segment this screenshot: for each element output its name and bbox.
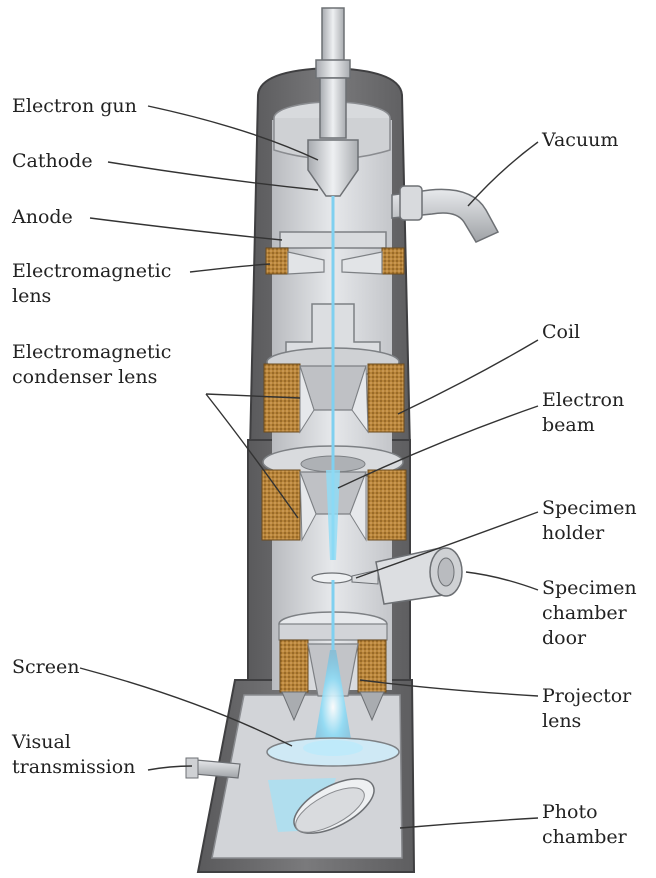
leader-coil (398, 340, 538, 414)
label-condenser-lens: Electromagnetic condenser lens (12, 340, 171, 390)
leader-specimen-door (466, 572, 538, 590)
label-anode: Anode (12, 205, 73, 230)
label-screen: Screen (12, 655, 79, 680)
label-specimen-chamber-door: Specimen chamber door (542, 576, 637, 651)
screen (267, 738, 399, 766)
leader-visual (148, 766, 192, 770)
leader-anode (90, 218, 282, 240)
label-coil: Coil (542, 320, 580, 345)
label-photo-chamber: Photo chamber (542, 800, 627, 850)
label-vacuum: Vacuum (542, 128, 618, 153)
label-electron-beam: Electron beam (542, 388, 624, 438)
label-projector-lens: Projector lens (542, 684, 631, 734)
leader-photo-chamber (400, 818, 538, 828)
label-electromagnetic-lens: Electromagnetic lens (12, 259, 171, 309)
leader-vacuum (468, 142, 538, 206)
label-specimen-holder: Specimen holder (542, 496, 637, 546)
vacuum-pipe (392, 186, 498, 242)
label-visual-transmission: Visual transmission (12, 730, 135, 780)
label-cathode: Cathode (12, 149, 93, 174)
label-electron-gun: Electron gun (12, 94, 137, 119)
